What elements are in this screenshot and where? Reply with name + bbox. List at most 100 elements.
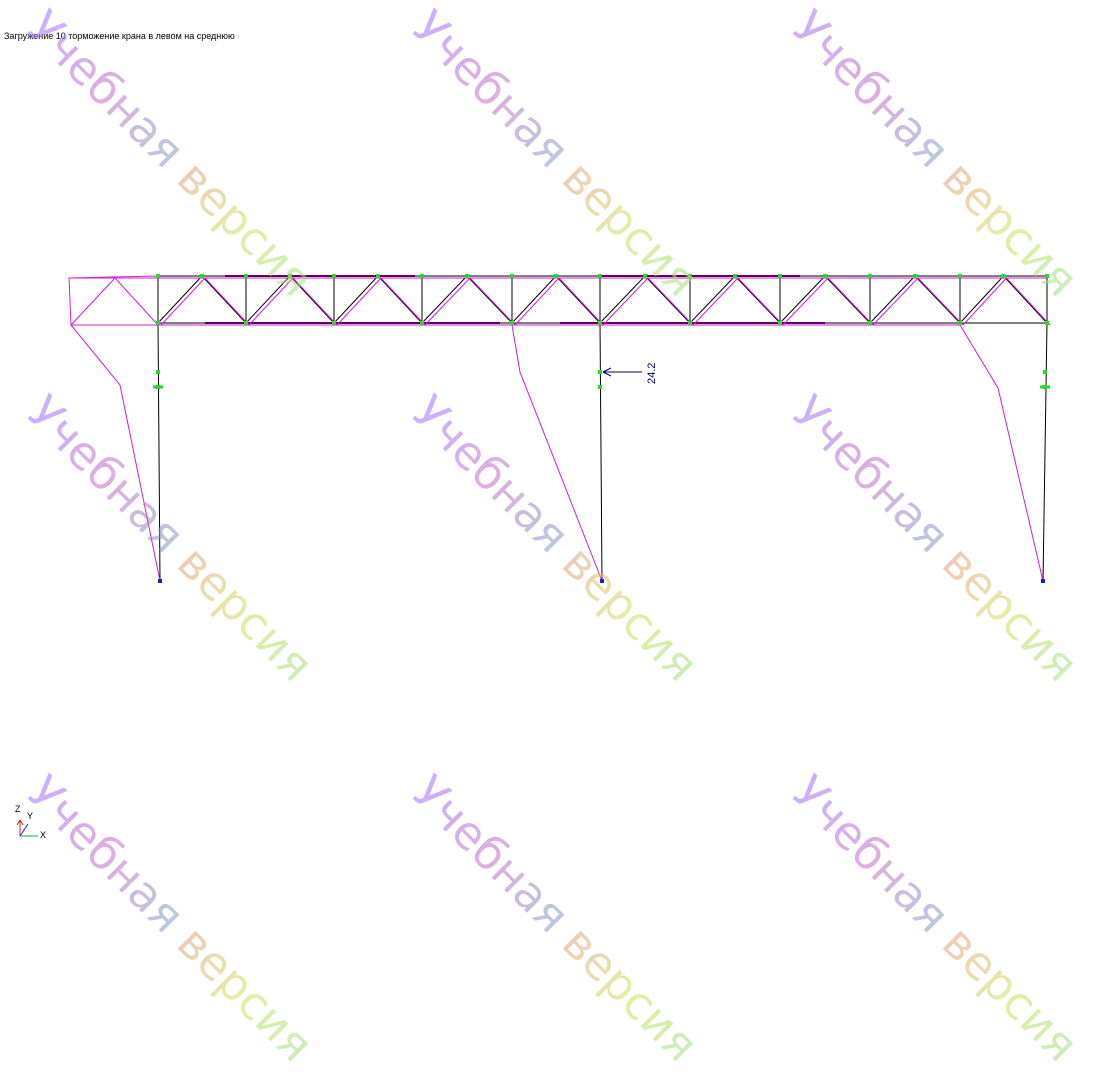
load-arrow: 24.2 <box>602 363 658 384</box>
bottom-node <box>958 321 962 325</box>
top-node <box>376 274 380 278</box>
truss-diagonal <box>959 275 1004 324</box>
axis-y-label: Y <box>27 811 33 821</box>
truss-diagonal <box>377 275 423 324</box>
truss-diagonal <box>599 275 646 324</box>
bottom-node <box>598 321 602 325</box>
top-node <box>420 274 424 278</box>
diagram-left-column <box>70 324 161 582</box>
diagram-diagonal <box>872 277 919 326</box>
diagram-diagonal <box>558 277 604 326</box>
top-node <box>332 274 336 278</box>
bottom-node <box>420 321 424 325</box>
watermark-word2: версия <box>167 915 324 1072</box>
truss-diagonal <box>869 275 916 324</box>
axis-z-label: Z <box>15 804 21 814</box>
truss-diagonal <box>555 275 601 324</box>
diagram-diagonal <box>692 277 739 326</box>
top-node <box>733 274 737 278</box>
top-node <box>156 274 160 278</box>
diagram-diagonal <box>647 277 694 326</box>
top-node <box>1045 274 1049 278</box>
column-node <box>156 370 160 374</box>
diagram-diagonal <box>962 277 1007 326</box>
diagram-diagonal <box>602 277 649 326</box>
diagram-diagonal <box>248 277 294 326</box>
load-case-title: Загружение 10 торможение крана в левом н… <box>4 31 235 41</box>
truss-diagonal <box>1003 275 1048 324</box>
diagram-diagonal <box>114 277 159 326</box>
frame-nodes <box>153 274 1050 389</box>
column-node <box>1043 370 1047 374</box>
diagram-diagonal <box>380 277 426 326</box>
axes-icon: Z Y X <box>15 804 46 840</box>
load-value-label: 24.2 <box>646 363 658 384</box>
bottom-node <box>1045 321 1049 325</box>
diagram-diagonal <box>70 277 116 326</box>
supports <box>158 579 1045 583</box>
truss-diagonal <box>914 275 961 324</box>
top-node <box>643 274 647 278</box>
top-node <box>913 274 917 278</box>
diagram-middle-column <box>511 324 603 582</box>
bottom-node <box>156 321 160 325</box>
top-node <box>510 274 514 278</box>
top-node <box>244 274 248 278</box>
watermark-word2: версия <box>932 915 1089 1072</box>
diagram-diagonal <box>469 277 516 326</box>
top-node <box>554 274 558 278</box>
diagram-diagonal <box>424 277 471 326</box>
diagram-diagonal <box>514 277 560 326</box>
diagram-right-column <box>959 324 1044 582</box>
truss-diagonal <box>644 275 691 324</box>
diagram-diagonal <box>1006 277 1051 326</box>
truss-diagonal <box>421 275 468 324</box>
force-diagram <box>68 275 1051 582</box>
top-node <box>823 274 827 278</box>
diagram-diagonal <box>160 277 206 326</box>
watermark-word2: версия <box>552 915 709 1072</box>
diagram-diagonal <box>917 277 964 326</box>
top-node <box>778 274 782 278</box>
top-node <box>598 274 602 278</box>
column <box>599 322 603 582</box>
truss-diagonal <box>289 275 335 324</box>
truss-diagonal <box>245 275 291 324</box>
bottom-node <box>778 321 782 325</box>
truss-diagonal <box>157 275 203 324</box>
bottom-node <box>332 321 336 325</box>
column <box>1042 322 1048 582</box>
bottom-node <box>868 321 872 325</box>
diagram-left-overhang <box>68 275 159 326</box>
bottom-node <box>510 321 514 325</box>
truss-diagonal <box>779 275 826 324</box>
structure-canvas[interactable]: 24.2 Z Y X <box>0 0 1118 858</box>
axis-x-label: X <box>40 830 46 840</box>
top-node <box>688 274 692 278</box>
bottom-node <box>688 321 692 325</box>
truss-diagonal <box>734 275 781 324</box>
column-node <box>598 385 602 389</box>
column <box>157 322 161 582</box>
diagram-diagonal <box>204 277 250 326</box>
truss-diagonal <box>689 275 736 324</box>
top-node <box>288 274 292 278</box>
top-node <box>200 274 204 278</box>
truss-diagonal <box>333 275 379 324</box>
diagram-diagonal <box>737 277 784 326</box>
truss-diagonal <box>201 275 247 324</box>
support-node <box>600 579 604 583</box>
top-node <box>1001 274 1006 278</box>
column-node <box>598 370 602 374</box>
bottom-node <box>244 321 248 325</box>
truss-diagonal <box>824 275 871 324</box>
top-node <box>958 274 962 278</box>
support-node <box>1041 579 1045 583</box>
diagram-diagonal <box>292 277 338 326</box>
truss-diagonal <box>511 275 557 324</box>
diagram-diagonal <box>336 277 382 326</box>
top-node <box>465 274 469 278</box>
truss-diagonal <box>466 275 513 324</box>
diagram-diagonal <box>827 277 874 326</box>
support-node <box>158 579 162 583</box>
